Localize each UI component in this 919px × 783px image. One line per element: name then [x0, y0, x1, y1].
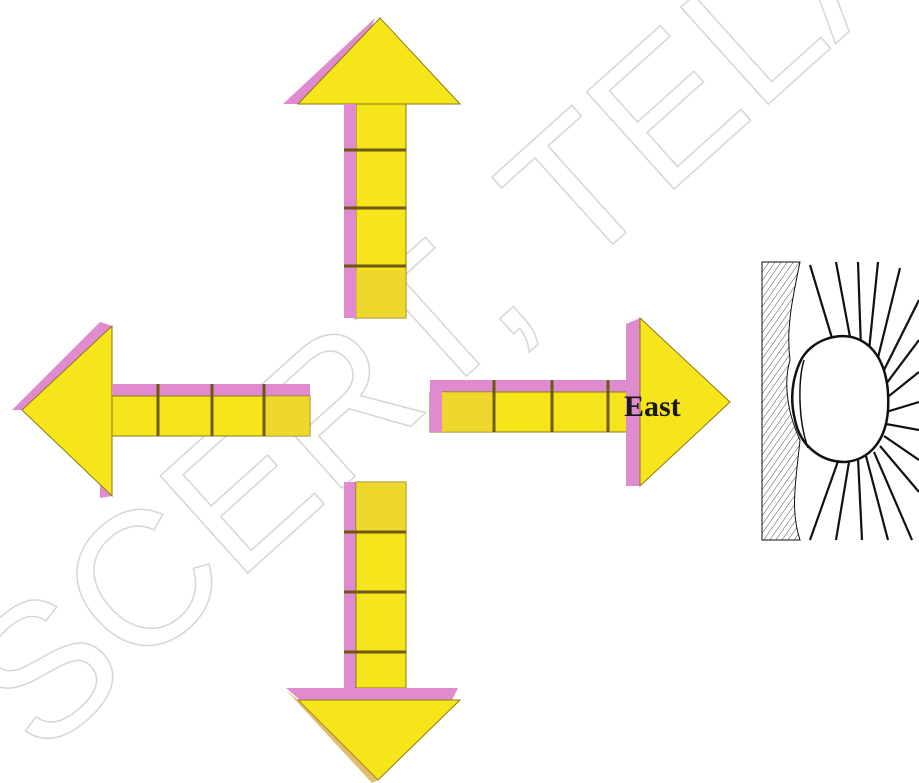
east-label: East: [624, 390, 681, 423]
sun-icon: [762, 262, 919, 540]
